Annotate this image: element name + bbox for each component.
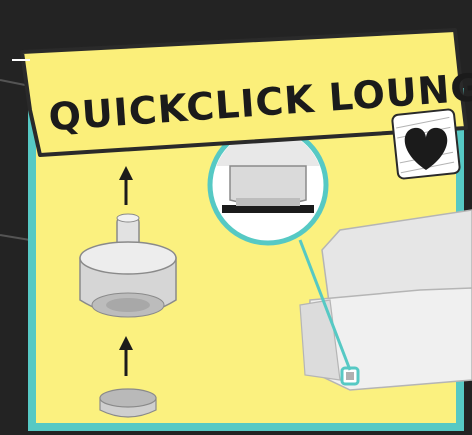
felt-pad-part <box>100 389 156 417</box>
heart-icon <box>392 109 460 179</box>
